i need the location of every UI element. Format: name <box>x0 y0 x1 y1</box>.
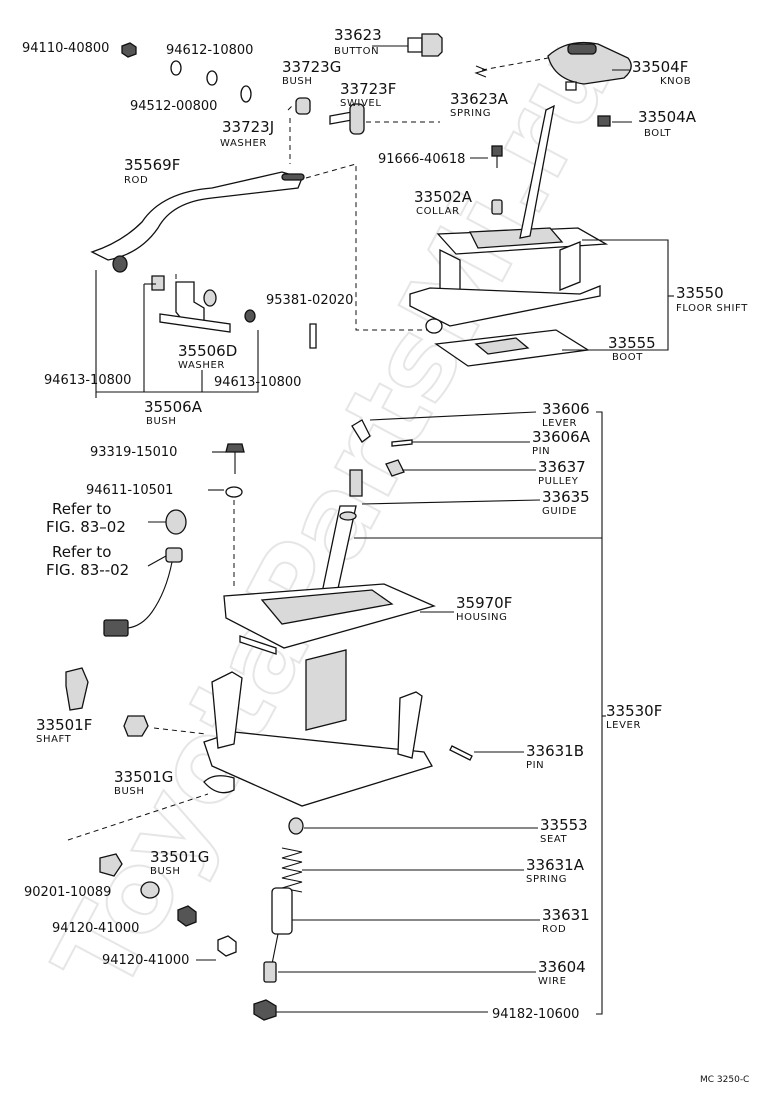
part-name: BUSH <box>150 866 180 877</box>
part-name: LEVER <box>606 720 641 731</box>
part-number: 33623A <box>450 90 509 108</box>
part-number: 91666-40618 <box>378 152 465 167</box>
part-drawings <box>65 33 632 1021</box>
part-number: 94611-10501 <box>86 483 173 498</box>
part-name: BOOT <box>612 352 643 363</box>
part-number: 94120-41000 <box>52 921 139 936</box>
part-number: 33550 <box>676 284 724 302</box>
part-number: 33553 <box>540 816 588 834</box>
part-number: 33623 <box>334 26 382 44</box>
part-number: 33723F <box>340 80 396 98</box>
part-number: 33723J <box>222 118 274 136</box>
part-number: 35569F <box>124 156 180 174</box>
part-number: 33504F <box>632 58 688 76</box>
figure-reference: Refer to <box>52 543 111 561</box>
part-name: BUSH <box>114 786 144 797</box>
part-name: FLOOR SHIFT <box>676 303 748 314</box>
part-number: 33504A <box>638 108 697 126</box>
leader-lines <box>95 45 674 1015</box>
part-number: 33604 <box>538 958 586 976</box>
part-number: 94120-41000 <box>102 953 189 968</box>
part-name: ROD <box>542 924 566 935</box>
part-number: 33501G <box>150 848 209 866</box>
part-number: 94512-00800 <box>130 99 217 114</box>
figure-reference: Refer to <box>52 500 111 518</box>
part-number: 93319-15010 <box>90 445 177 460</box>
part-name: SEAT <box>540 834 568 845</box>
part-number: 90201-10089 <box>24 885 111 900</box>
part-number: 33501G <box>114 768 173 786</box>
part-number: 33530F <box>606 702 662 720</box>
part-name: PULLEY <box>538 476 579 487</box>
part-number: 94110-40800 <box>22 41 109 56</box>
part-number: 33606 <box>542 400 590 418</box>
figure-code: MC 3250-C <box>700 1075 749 1085</box>
part-name: SWIVEL <box>340 98 382 109</box>
part-name: PIN <box>526 760 544 771</box>
part-name: GUIDE <box>542 506 577 517</box>
part-number: 33502A <box>414 188 473 206</box>
part-number: 33631A <box>526 856 585 874</box>
part-name: SPRING <box>450 108 491 119</box>
part-number: 33606A <box>532 428 591 446</box>
part-name: HOUSING <box>456 612 507 623</box>
part-name: ROD <box>124 175 148 186</box>
part-number: 94182-10600 <box>492 1007 579 1022</box>
part-name: LEVER <box>542 418 577 429</box>
part-name: BUSH <box>146 416 176 427</box>
part-number: 94612-10800 <box>166 43 253 58</box>
figure-reference: FIG. 83--02 <box>46 561 129 579</box>
part-number: 33555 <box>608 334 656 352</box>
part-name: KNOB <box>660 76 691 87</box>
part-number: 33631 <box>542 906 590 924</box>
part-number: 33635 <box>542 488 590 506</box>
part-number: 35506D <box>178 342 237 360</box>
part-number: 33501F <box>36 716 92 734</box>
part-name: SHAFT <box>36 734 72 745</box>
figure-reference: FIG. 83–02 <box>46 518 126 536</box>
part-labels: 94110-40800 33623 BUTTON 94612-10800 945… <box>22 26 749 1085</box>
part-number: 95381-02020 <box>266 293 353 308</box>
part-number: 35970F <box>456 594 512 612</box>
part-number: 33723G <box>282 58 341 76</box>
assembly-lines <box>67 57 549 841</box>
part-number: 35506A <box>144 398 203 416</box>
part-name: WASHER <box>178 360 225 371</box>
part-number: 33631B <box>526 742 584 760</box>
part-name: BOLT <box>644 128 672 139</box>
part-number: 94613-10800 <box>214 375 301 390</box>
part-name: BUTTON <box>334 46 379 57</box>
part-name: WASHER <box>220 138 267 149</box>
part-name: COLLAR <box>416 206 460 217</box>
part-name: BUSH <box>282 76 312 87</box>
part-name: WIRE <box>538 976 567 987</box>
part-number: 33637 <box>538 458 586 476</box>
part-number: 94613-10800 <box>44 373 131 388</box>
part-name: PIN <box>532 446 550 457</box>
part-name: SPRING <box>526 874 567 885</box>
